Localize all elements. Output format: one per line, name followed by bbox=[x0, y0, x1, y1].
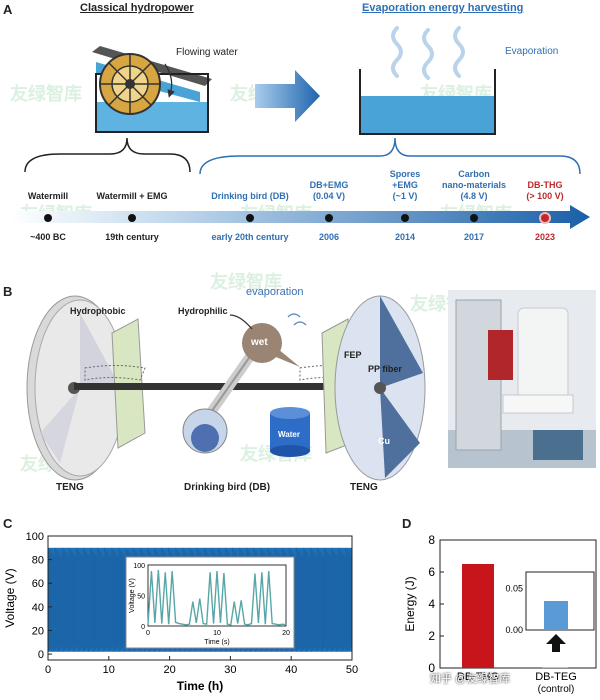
left-brace bbox=[24, 137, 191, 173]
inset-series-line bbox=[147, 569, 287, 626]
timeline-bar bbox=[10, 205, 590, 229]
category-label: DB-THG bbox=[457, 671, 499, 683]
wet-label: wet bbox=[251, 337, 268, 348]
timeline-label: Watermill + EMG bbox=[96, 191, 168, 201]
timeline-label: DB-THG(> 100 V) bbox=[526, 180, 564, 201]
timeline-label: Watermill bbox=[27, 191, 69, 201]
panel-d-label: D bbox=[402, 516, 412, 531]
x-tick-label: 20 bbox=[163, 664, 175, 676]
hydrophobic-label: Hydrophobic bbox=[70, 306, 126, 316]
timeline-date: 2006 bbox=[318, 232, 340, 242]
category-label: (control) bbox=[538, 684, 575, 695]
evaporation-label: Evaporation bbox=[505, 46, 559, 57]
arrow-up-icon bbox=[546, 634, 566, 652]
plot-frame bbox=[47, 535, 353, 661]
inset-x-tick-label: 20 bbox=[282, 630, 290, 637]
inset-y-label: Voltage (V) bbox=[129, 578, 136, 613]
timeline-date: 2017 bbox=[463, 232, 485, 242]
water-label: Water bbox=[278, 430, 300, 439]
timeline-label: Spores+EMG(~1 V) bbox=[389, 169, 421, 201]
watermark: 友绿智库 bbox=[10, 84, 82, 104]
inset-y-tick-label: 0.05 bbox=[505, 584, 523, 594]
cu-label: Cu bbox=[378, 436, 390, 446]
y-tick-label: 8 bbox=[428, 533, 435, 547]
timeline-dot bbox=[325, 214, 333, 222]
timeline-dot bbox=[401, 214, 409, 222]
inset-x-tick-label: 0 bbox=[146, 630, 150, 637]
bird-head bbox=[242, 323, 282, 363]
timeline-dot bbox=[128, 214, 136, 222]
bar-db-thg bbox=[462, 564, 494, 668]
timeline-date: 2014 bbox=[394, 232, 416, 242]
timeline-dot bbox=[44, 214, 52, 222]
x-tick-label: 50 bbox=[346, 664, 358, 676]
timeline-dot bbox=[541, 214, 549, 222]
x-axis-label: Time (h) bbox=[177, 679, 223, 693]
inset-x-label: Time (s) bbox=[204, 639, 229, 646]
x-tick-label: 40 bbox=[285, 664, 297, 676]
bar-db-teg bbox=[542, 667, 568, 668]
x-tick-label: 10 bbox=[103, 664, 115, 676]
panel-c-label: C bbox=[3, 516, 13, 531]
y-tick-label: 60 bbox=[32, 578, 44, 590]
fep-label: FEP bbox=[344, 350, 362, 360]
y-tick-label: 2 bbox=[428, 629, 435, 643]
hydrophilic-label: Hydrophilic bbox=[178, 306, 228, 316]
right-title: Evaporation energy harvesting bbox=[362, 2, 524, 14]
y-tick-label: 4 bbox=[428, 597, 435, 611]
y-tick-label: 0 bbox=[428, 661, 435, 675]
y-tick-label: 0 bbox=[38, 649, 44, 661]
basin-water bbox=[361, 96, 494, 133]
right-brace bbox=[199, 137, 581, 175]
inset-x-tick-label: 10 bbox=[213, 630, 221, 637]
timeline-dot bbox=[470, 214, 478, 222]
category-label: DB-TEG bbox=[535, 671, 577, 683]
timeline-date: 2023 bbox=[534, 232, 556, 242]
basin bbox=[359, 69, 496, 135]
panel-a-illustration bbox=[24, 26, 581, 175]
timeline-date: 19th century bbox=[105, 232, 159, 242]
evaporation-b-label: evaporation bbox=[246, 286, 304, 298]
inset-y-tick-label: 0 bbox=[141, 624, 145, 631]
y-tick-label: 6 bbox=[428, 565, 435, 579]
panel-a-label: A bbox=[3, 2, 13, 17]
x-tick-label: 0 bbox=[45, 664, 51, 676]
flowing-water-label: Flowing water bbox=[176, 47, 238, 58]
left-title: Classical hydropower bbox=[80, 2, 194, 14]
water-cup bbox=[270, 413, 310, 451]
y-tick-label: 100 bbox=[26, 531, 44, 543]
inset-y-tick-label: 50 bbox=[137, 594, 145, 601]
drinking-bird-teng-diagram bbox=[26, 295, 426, 481]
x-tick-label: 30 bbox=[224, 664, 236, 676]
y-axis-label: Voltage (V) bbox=[3, 568, 17, 627]
timeline: Watermill ~400 BC Watermill + EMG 19th cent… bbox=[0, 160, 600, 255]
panel-b-label: B bbox=[3, 284, 13, 299]
timeline-date: early 20th century bbox=[211, 232, 289, 242]
inset-frame bbox=[147, 564, 287, 627]
pp-fiber-label: PP fiber bbox=[368, 364, 402, 374]
inset-background bbox=[125, 556, 295, 649]
inset-y-tick-label: 100 bbox=[133, 563, 145, 570]
inset-y-tick-label: 0.00 bbox=[505, 625, 523, 635]
y-tick-label: 40 bbox=[32, 602, 44, 614]
drinking-bird-label: Drinking bird (DB) bbox=[184, 482, 271, 493]
y-axis-label: Energy (J) bbox=[403, 576, 417, 631]
timeline-label: DB+EMG(0.04 V) bbox=[309, 180, 349, 201]
transition-arrow bbox=[255, 70, 320, 122]
timeline-label: Drinking bird (DB) bbox=[211, 191, 289, 201]
device-photo bbox=[448, 290, 596, 468]
y-tick-label: 80 bbox=[32, 555, 44, 567]
inset-bar-db-teg bbox=[544, 601, 568, 630]
y-tick-label: 20 bbox=[32, 625, 44, 637]
footer-watermark: 知乎 @友绿智库 bbox=[430, 673, 511, 685]
watermark: 友绿智库 bbox=[210, 272, 282, 292]
teng-right-label: TENG bbox=[350, 482, 378, 493]
timeline-date: ~400 BC bbox=[30, 232, 66, 242]
vapor-lines bbox=[391, 26, 465, 80]
timeline-dot bbox=[246, 214, 254, 222]
teng-left-label: TENG bbox=[56, 482, 84, 493]
